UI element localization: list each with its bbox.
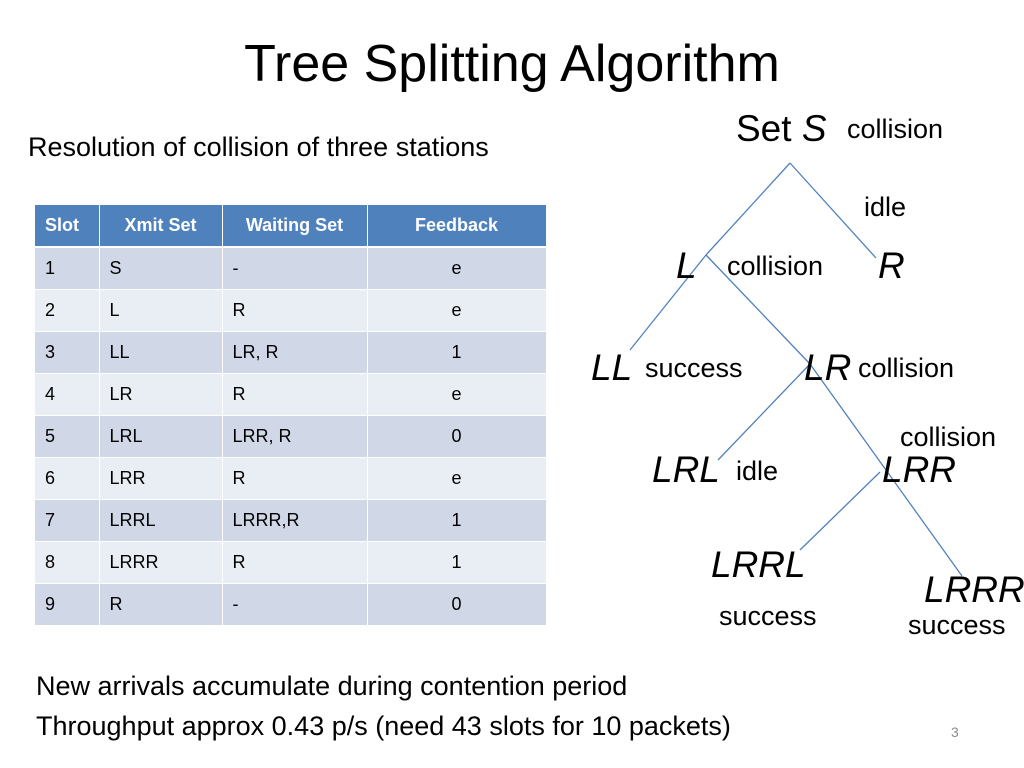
cell-slot: 5 <box>35 415 100 458</box>
slide-title: Tree Splitting Algorithm <box>244 35 780 93</box>
LRL-outcome: idle <box>736 456 779 486</box>
cell-slot: 3 <box>35 331 100 374</box>
cell-xmit-set: LL <box>99 331 223 374</box>
root-outcome: collision <box>847 114 944 144</box>
edge-LRR-LRRL <box>799 471 881 551</box>
cell-waiting-set: R <box>222 289 368 332</box>
cell-feedback: e <box>367 373 547 416</box>
cell-slot: 6 <box>35 457 100 500</box>
cell-xmit-set: L <box>99 289 223 332</box>
cell-xmit-set: LRRL <box>99 499 223 542</box>
cell-slot: 4 <box>35 373 100 416</box>
L-outcome: collision <box>727 251 824 281</box>
table-row: 2 L R e <box>35 289 547 332</box>
cell-waiting-set: LRR, R <box>222 415 368 458</box>
node-LRL: LRL <box>652 449 720 490</box>
cell-xmit-set: R <box>99 583 223 626</box>
LRR-outcome: collision <box>900 422 997 452</box>
note-throughput: Throughput approx 0.43 p/s (need 43 slot… <box>36 711 731 741</box>
table-row: 7 LRRL LRRR,R 1 <box>35 499 547 542</box>
node-LRR: LRR <box>882 449 957 490</box>
cell-waiting-set: - <box>222 583 368 626</box>
cell-xmit-set: LRL <box>99 415 223 458</box>
header-slot: Slot <box>35 205 100 248</box>
LRRL-outcome: success <box>719 601 817 631</box>
node-LRRR: LRRR <box>924 569 1024 610</box>
cell-slot: 2 <box>35 289 100 332</box>
cell-feedback: 0 <box>367 583 547 626</box>
table-row: 3 LL LR, R 1 <box>35 331 547 374</box>
table-row: 8 LRRR R 1 <box>35 541 547 584</box>
tree-root-node: Set S <box>736 107 827 151</box>
node-LRRL: LRRL <box>711 544 806 585</box>
notes: New arrivals accumulate during contentio… <box>36 666 731 746</box>
table-row: 1 S - e <box>35 247 547 290</box>
cell-xmit-set: LRR <box>99 457 223 500</box>
cell-feedback: 1 <box>367 499 547 542</box>
cell-xmit-set: S <box>99 247 223 290</box>
table-row: 5 LRL LRR, R 0 <box>35 415 547 458</box>
node-LR: LR <box>804 347 852 388</box>
slot-table: Slot Xmit Set Waiting Set Feedback 1 S -… <box>35 205 547 626</box>
LRRR-outcome: success <box>908 610 1006 640</box>
node-L: L <box>676 245 697 286</box>
edge-S-L <box>705 162 791 256</box>
cell-slot: 9 <box>35 583 100 626</box>
node-R: R <box>878 245 905 286</box>
cell-feedback: 0 <box>367 415 547 458</box>
cell-waiting-set: LRRR,R <box>222 499 368 542</box>
table-row: 9 R - 0 <box>35 583 547 626</box>
cell-feedback: e <box>367 247 547 290</box>
header-feedback: Feedback <box>367 205 547 248</box>
cell-feedback: e <box>367 457 547 500</box>
cell-xmit-set: LR <box>99 373 223 416</box>
table-row: 6 LRR R e <box>35 457 547 500</box>
cell-waiting-set: - <box>222 247 368 290</box>
node-LL: LL <box>591 347 633 388</box>
cell-feedback: 1 <box>367 331 547 374</box>
cell-waiting-set: R <box>222 457 368 500</box>
slide-subtitle: Resolution of collision of three station… <box>28 132 489 162</box>
cell-waiting-set: R <box>222 373 368 416</box>
cell-waiting-set: LR, R <box>222 331 368 374</box>
root-set-name: S <box>801 108 827 149</box>
page-number: 3 <box>951 724 959 740</box>
cell-slot: 1 <box>35 247 100 290</box>
table-row: 4 LR R e <box>35 373 547 416</box>
LL-outcome: success <box>645 353 743 383</box>
root-prefix: Set <box>736 108 792 149</box>
cell-feedback: e <box>367 289 547 332</box>
edge-L-LL <box>629 254 707 351</box>
cell-slot: 7 <box>35 499 100 542</box>
cell-waiting-set: R <box>222 541 368 584</box>
edge-LR-LRR <box>809 363 963 577</box>
edge-LR-LRL <box>717 363 811 461</box>
table-header-row: Slot Xmit Set Waiting Set Feedback <box>35 205 547 248</box>
cell-feedback: 1 <box>367 541 547 584</box>
edge-L-LR <box>705 254 811 365</box>
note-arrivals: New arrivals accumulate during contentio… <box>36 671 628 701</box>
LR-outcome: collision <box>858 353 955 383</box>
cell-slot: 8 <box>35 541 100 584</box>
header-xmit-set: Xmit Set <box>99 205 223 248</box>
cell-xmit-set: LRRR <box>99 541 223 584</box>
header-waiting-set: Waiting Set <box>222 205 368 248</box>
R-outcome: idle <box>864 192 907 222</box>
edge-S-R <box>789 162 877 259</box>
